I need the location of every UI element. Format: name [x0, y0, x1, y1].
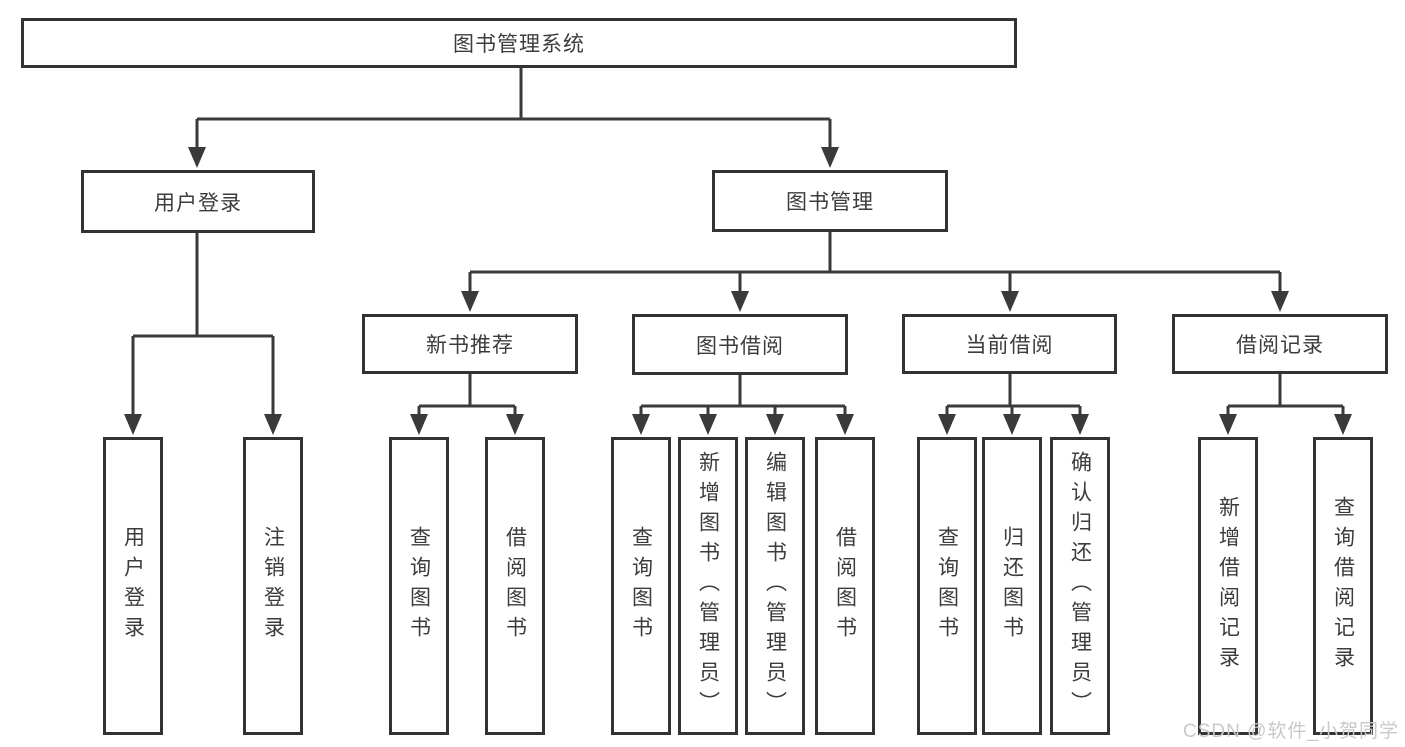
connector-lines [131, 67, 1345, 415]
leaf-user-login-label: 用户登录 [121, 526, 145, 646]
leaf-current-query-books: 查询图书 [917, 437, 977, 735]
leaf-query-borrow-record-label: 查询借阅记录 [1331, 496, 1355, 676]
leaf-return-books-label: 归还图书 [1000, 526, 1024, 646]
leaf-add-borrow-record-label: 新增借阅记录 [1216, 496, 1240, 676]
arrowheads [124, 147, 1352, 435]
node-book-borrow: 图书借阅 [632, 314, 848, 375]
leaf-borrow-books-label: 借阅图书 [833, 526, 857, 646]
node-book-management-label: 图书管理 [786, 191, 874, 214]
leaf-edit-books-admin-label: 编辑图书（管理员） [763, 451, 787, 721]
node-new-book-recommend-label: 新书推荐 [426, 334, 514, 357]
leaf-new-borrow-books: 借阅图书 [485, 437, 545, 735]
leaf-logout: 注销登录 [243, 437, 303, 735]
node-new-book-recommend: 新书推荐 [362, 314, 578, 374]
leaf-return-books: 归还图书 [982, 437, 1042, 735]
leaf-add-borrow-record: 新增借阅记录 [1198, 437, 1258, 735]
node-user-login: 用户登录 [81, 170, 315, 233]
node-borrow-records-label: 借阅记录 [1236, 334, 1324, 357]
leaf-new-query-books: 查询图书 [389, 437, 449, 735]
leaf-new-borrow-books-label: 借阅图书 [503, 526, 527, 646]
node-root-label: 图书管理系统 [453, 33, 585, 56]
leaf-borrow-books: 借阅图书 [815, 437, 875, 735]
node-user-login-label: 用户登录 [154, 191, 242, 215]
leaf-current-query-books-label: 查询图书 [935, 526, 959, 646]
leaf-borrow-query-books: 查询图书 [611, 437, 671, 735]
leaf-add-books-admin: 新增图书（管理员） [678, 437, 738, 735]
leaf-user-login: 用户登录 [103, 437, 163, 735]
leaf-confirm-return-admin: 确认归还（管理员） [1050, 437, 1110, 735]
leaf-confirm-return-admin-label: 确认归还（管理员） [1068, 451, 1092, 721]
node-current-borrow-label: 当前借阅 [965, 334, 1054, 357]
node-book-borrow-label: 图书借阅 [696, 334, 784, 358]
node-borrow-records: 借阅记录 [1172, 314, 1388, 374]
leaf-edit-books-admin: 编辑图书（管理员） [745, 437, 805, 735]
node-book-management: 图书管理 [712, 170, 948, 232]
leaf-new-query-books-label: 查询图书 [407, 526, 431, 646]
leaf-borrow-query-books-label: 查询图书 [629, 526, 653, 646]
node-root-system: 图书管理系统 [21, 18, 1017, 68]
leaf-add-books-admin-label: 新增图书（管理员） [696, 451, 720, 721]
leaf-query-borrow-record: 查询借阅记录 [1313, 437, 1373, 735]
node-current-borrow: 当前借阅 [902, 314, 1117, 374]
leaf-logout-label: 注销登录 [261, 526, 285, 646]
csdn-watermark: CSDN @软件_小贺同学 [1183, 721, 1399, 742]
